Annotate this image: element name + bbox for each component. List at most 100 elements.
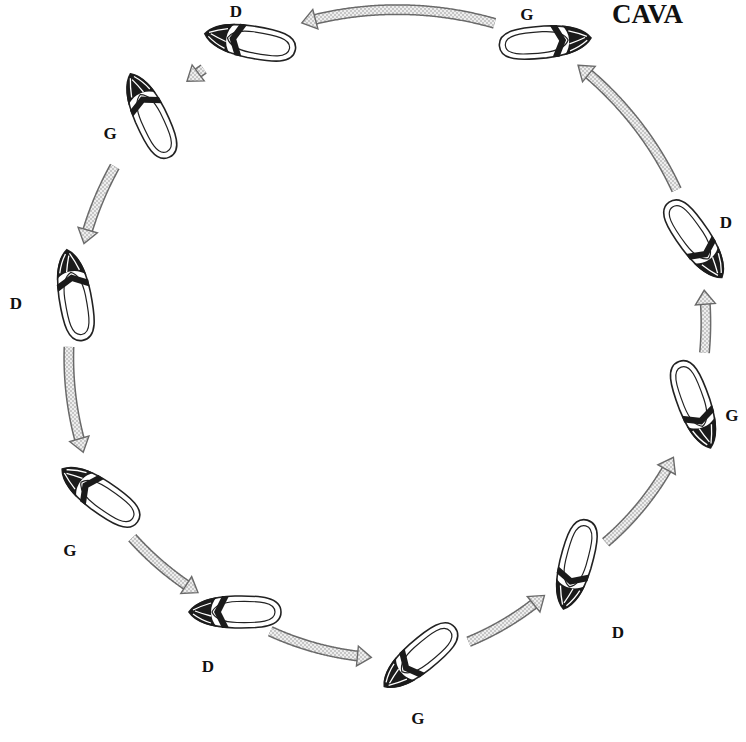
slipper-illustration	[202, 18, 298, 65]
flow-arrow	[187, 65, 204, 81]
foot-label: G	[725, 406, 738, 423]
arrow-shaft-outline	[87, 167, 115, 232]
foot-label: G	[520, 6, 533, 23]
slipper-stripes	[124, 72, 150, 97]
flow-arrow	[78, 167, 115, 244]
foot-label: D	[720, 213, 732, 230]
arrow-shaft	[270, 631, 359, 656]
slipper-toe	[189, 597, 217, 627]
flow-arrow	[270, 631, 371, 666]
slipper-toe	[52, 247, 86, 280]
slipper-node: G	[664, 356, 726, 453]
slipper-stripes	[693, 424, 718, 448]
slipper-shape	[664, 356, 726, 453]
slipper-illustration	[374, 615, 465, 699]
flow-arrow	[302, 10, 495, 29]
slipper-illustration	[656, 193, 735, 287]
arrow-shaft-outline	[606, 468, 668, 542]
slipper-node: D	[202, 18, 298, 65]
flow-arrow	[469, 595, 545, 641]
slipper-illustration	[664, 356, 726, 453]
slipper-node: D	[189, 596, 281, 628]
slipper-outline	[548, 516, 603, 613]
foot-label: D	[612, 623, 624, 640]
slipper-shape	[202, 18, 298, 66]
slipper-stripes	[381, 664, 408, 691]
slipper-toe	[549, 578, 585, 613]
arrow-head	[658, 457, 675, 474]
arrow-head	[187, 65, 204, 81]
slipper-node: G	[498, 22, 592, 62]
slipper-illustration	[116, 67, 184, 164]
slipper-outline	[189, 596, 281, 628]
slipper-outline	[51, 247, 99, 343]
slipper-illustration	[53, 456, 147, 535]
slipper-outline	[498, 22, 592, 62]
slipper-illustration	[498, 22, 592, 62]
title-text: CAVA	[612, 0, 683, 30]
foot-label: D	[202, 658, 214, 675]
slipper-toe	[562, 23, 593, 55]
slipper-toe	[202, 19, 235, 53]
arrow-shaft-outline	[704, 303, 705, 353]
slipper-illustration	[548, 516, 603, 613]
slipper-illustration	[51, 247, 98, 343]
arrow-shaft-outline	[270, 631, 359, 656]
flow-arrow	[69, 347, 89, 452]
arrow-shaft	[606, 468, 668, 542]
flow-arrow	[132, 538, 198, 594]
arrow-head	[527, 595, 544, 612]
arrow-shaft	[469, 603, 536, 642]
arrow-head	[578, 65, 595, 82]
slipper-stripes	[193, 603, 211, 623]
arrow-shaft-outline	[314, 10, 495, 24]
flow-arrow	[606, 457, 676, 542]
slipper-outline	[655, 193, 734, 287]
slipper-outline	[374, 615, 465, 699]
foot-label: G	[63, 541, 76, 558]
arrow-shaft	[69, 347, 80, 440]
flow-arrow	[695, 290, 715, 353]
slipper-node: D	[548, 516, 603, 613]
slipper-shape	[655, 193, 734, 287]
foot-label: D	[10, 294, 22, 311]
arrow-shaft	[132, 538, 187, 586]
arrow-shaft-outline	[588, 73, 676, 189]
arrow-shaft-outline	[132, 538, 187, 586]
slipper-stripes	[207, 26, 228, 49]
slipper-shape	[374, 615, 465, 699]
foot-label: G	[411, 709, 424, 726]
arrow-head	[695, 290, 715, 305]
slipper-outline	[664, 356, 726, 453]
arrow-shaft	[704, 303, 705, 353]
slipper-stripes	[701, 253, 728, 279]
slipper-node: G	[116, 67, 184, 164]
slipper-node: D	[656, 193, 735, 287]
arrow-shaft	[588, 73, 676, 189]
arrow-head	[356, 646, 371, 666]
arrow-head	[302, 10, 318, 29]
slipper-stripes	[555, 586, 579, 609]
slipper-strap	[214, 596, 229, 628]
arrow-head	[70, 436, 89, 452]
slipper-stripes	[568, 29, 588, 50]
arrow-shaft-outline	[469, 603, 536, 642]
slipper-outline	[202, 18, 298, 66]
foot-label: G	[103, 124, 116, 141]
arrow-shaft-outline	[69, 347, 80, 440]
flow-arrow	[578, 65, 676, 190]
arrow-head	[181, 577, 198, 594]
slipper-toe	[375, 657, 416, 698]
arrow-shaft	[314, 10, 495, 24]
slipper-toe	[693, 246, 734, 286]
slipper-stripes	[57, 252, 80, 273]
slipper-shape	[548, 516, 603, 613]
slipper-node: D	[51, 247, 98, 343]
slipper-shape	[189, 596, 281, 628]
slipper-toe	[687, 417, 725, 454]
slipper-shape	[51, 247, 99, 343]
slipper-shape	[116, 67, 184, 164]
arrow-shaft	[87, 167, 115, 232]
